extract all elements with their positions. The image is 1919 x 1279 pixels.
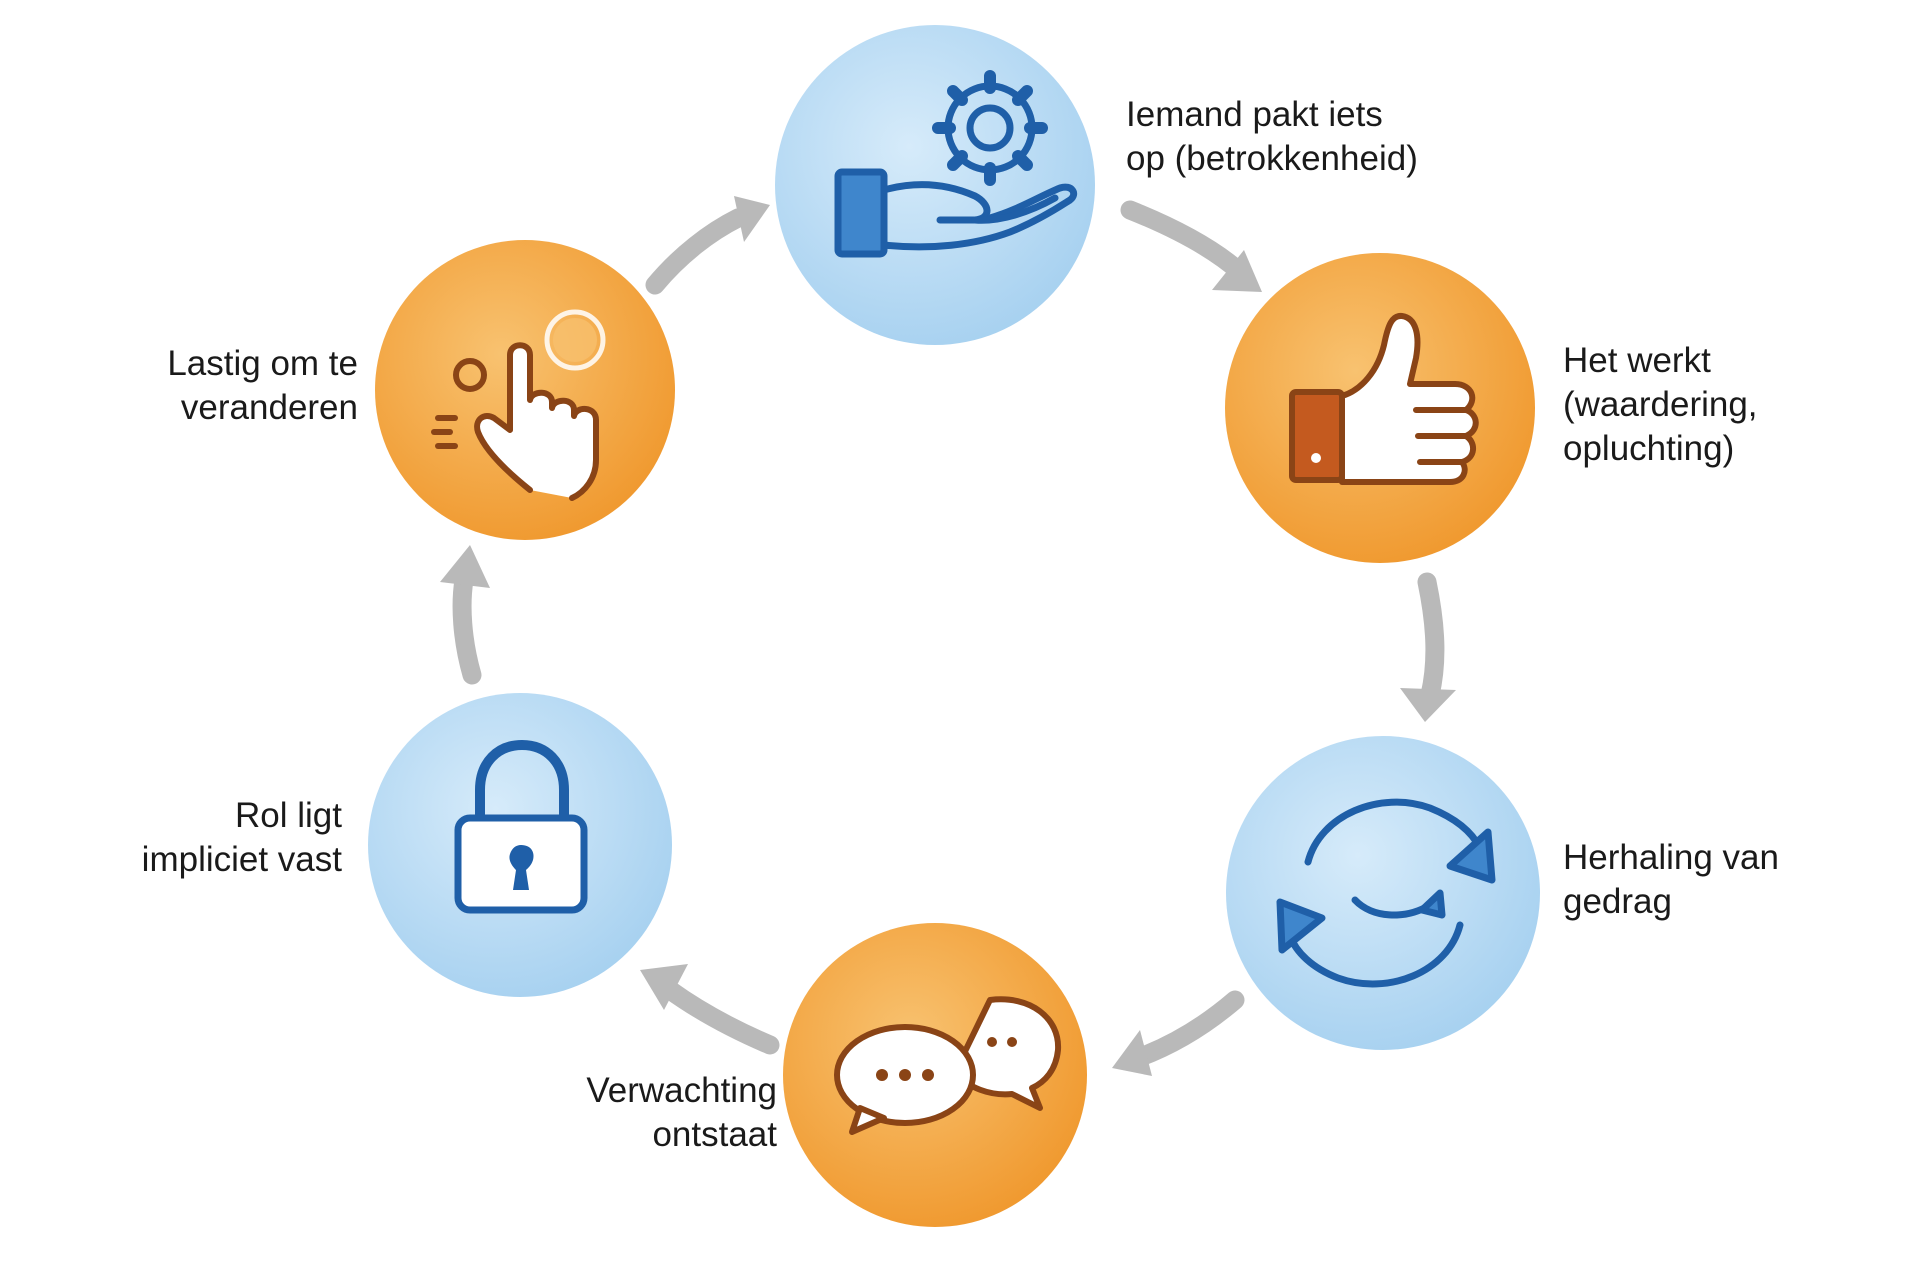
- step-4-label: Verwachting ontstaat: [586, 1069, 777, 1157]
- step-2-label-line-3: opluchting): [1563, 429, 1735, 468]
- arrow-step1-to-step2: [1120, 200, 1262, 292]
- step-5-label: Rol ligt impliciet vast: [142, 794, 342, 882]
- step-2-label: Het werkt (waardering, opluchting): [1563, 339, 1758, 471]
- arrow-step6-to-step1: [645, 196, 770, 295]
- step-3-label-line-1: Herhaling van: [1563, 838, 1779, 877]
- arrow-step2-to-step3: [1400, 572, 1456, 722]
- step-1-label-line-2: op (betrokkenheid): [1126, 139, 1418, 178]
- step-4-label-line-1: Verwachting: [586, 1071, 777, 1110]
- step-4-label-line-2: ontstaat: [652, 1115, 777, 1154]
- arrow-step3-to-step4: [1112, 990, 1245, 1076]
- step-6-node: [375, 240, 675, 540]
- step-1-node: [775, 25, 1095, 345]
- step-2-node: [1225, 253, 1535, 563]
- step-5-label-line-1: Rol ligt: [235, 796, 342, 835]
- step-4-node: [783, 923, 1087, 1227]
- padlock-icon: [454, 740, 588, 914]
- thumbs-up-icon: [1289, 312, 1479, 485]
- step-1-label-line-1: Iemand pakt iets: [1126, 95, 1383, 134]
- step-1-label: Iemand pakt iets op (betrokkenheid): [1126, 93, 1418, 181]
- pointing-hand-icon: [431, 309, 606, 501]
- hand-gear-icon: [834, 70, 1078, 258]
- step-6-label-line-1: Lastig om te: [167, 344, 358, 383]
- speech-bubbles-icon: [834, 996, 1062, 1135]
- arrow-step5-to-step6: [440, 545, 490, 685]
- step-3-node: [1226, 736, 1540, 1050]
- step-2-label-line-1: Het werkt: [1563, 341, 1711, 380]
- step-6-label-line-2: veranderen: [180, 388, 358, 427]
- step-6-label: Lastig om te veranderen: [167, 342, 358, 430]
- step-5-label-line-2: impliciet vast: [141, 840, 342, 879]
- step-3-label: Herhaling van gedrag: [1563, 836, 1779, 924]
- step-3-label-line-2: gedrag: [1563, 882, 1672, 921]
- refresh-arrows-icon: [1276, 798, 1496, 988]
- arrow-step4-to-step5: [640, 964, 780, 1055]
- step-2-label-line-2: (waardering,: [1563, 385, 1758, 424]
- step-5-node: [368, 693, 672, 997]
